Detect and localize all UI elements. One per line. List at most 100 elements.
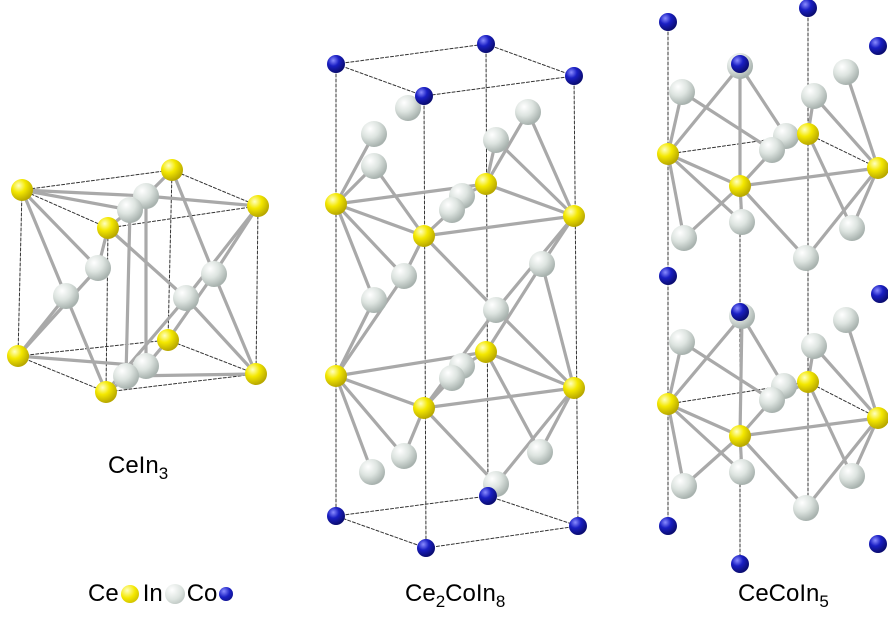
ce-atom [867, 407, 888, 429]
ce-atom [245, 363, 267, 385]
cell-edge [335, 515, 427, 549]
co-atom [659, 517, 677, 535]
co-atom [659, 13, 677, 31]
bond [184, 296, 258, 376]
bond [844, 70, 880, 170]
bond [334, 202, 376, 302]
bond [334, 298, 376, 378]
in-atom [833, 59, 859, 85]
cell-edge [21, 189, 109, 229]
bond [484, 350, 542, 454]
cell-edge [335, 495, 489, 517]
bond [170, 168, 216, 276]
co-atom [869, 37, 887, 55]
bond [666, 402, 742, 438]
atoms [7, 0, 888, 573]
cell-edge [335, 43, 487, 65]
in-atom [801, 83, 827, 109]
bond [334, 374, 406, 458]
bond [812, 94, 880, 170]
bond [526, 110, 576, 218]
in-atom [85, 255, 111, 281]
co-atom [731, 55, 749, 73]
bond [806, 380, 854, 478]
ce-atom [657, 143, 679, 165]
bond [422, 234, 498, 312]
ce-atom [867, 157, 888, 179]
cell-edge [423, 75, 575, 97]
bond [334, 374, 374, 474]
bond [64, 294, 108, 394]
in-atom [113, 363, 139, 389]
in-atom [669, 329, 695, 355]
in-atom [527, 439, 553, 465]
bond [804, 416, 880, 510]
ce-atom [161, 159, 183, 181]
legend-co-label: Co [186, 580, 218, 607]
cell-edge [487, 495, 579, 527]
in-atom [793, 495, 819, 521]
cell-edge [107, 205, 259, 229]
ce-atom [657, 393, 679, 415]
bond [812, 344, 880, 420]
bond [494, 138, 576, 218]
atom-legend: Ce In Co [88, 580, 235, 608]
in-atom [839, 215, 865, 241]
bond [666, 152, 686, 240]
cell-edge [21, 169, 173, 191]
cell-edge [807, 381, 879, 419]
bond [844, 318, 880, 420]
bond [184, 204, 260, 300]
bond [680, 90, 774, 152]
bond [124, 208, 132, 378]
bond [494, 386, 576, 486]
bond [680, 340, 774, 402]
cell-edge [423, 95, 427, 549]
in-atom [801, 333, 827, 359]
ce-atom [413, 397, 435, 419]
cell-edge [335, 63, 425, 97]
co-atom [869, 535, 887, 553]
ce-atom [563, 377, 585, 399]
ce-atom [157, 329, 179, 351]
cell-edge [167, 339, 257, 375]
bond [334, 274, 406, 378]
bond [484, 110, 530, 186]
bond [666, 402, 686, 488]
bond [484, 262, 544, 354]
in-atom [361, 287, 387, 313]
cell-edge [425, 525, 579, 549]
ce-atom [475, 173, 497, 195]
bond [494, 308, 576, 390]
bond [422, 386, 576, 410]
in-atom [671, 225, 697, 251]
bond [738, 416, 880, 438]
bond [806, 132, 854, 230]
bond [666, 152, 744, 224]
in-atom [483, 297, 509, 323]
bond [484, 182, 576, 218]
in-atom [201, 261, 227, 287]
ce-atom [413, 225, 435, 247]
in-atom [173, 285, 199, 311]
in-atom [361, 153, 387, 179]
ce-atom-icon [120, 585, 139, 603]
co-atom [479, 487, 497, 505]
ce-atom [95, 381, 117, 403]
bond [540, 262, 576, 390]
bond [738, 64, 788, 138]
in-atom [391, 443, 417, 469]
in-atom [361, 121, 387, 147]
bond [334, 202, 406, 278]
bond [212, 272, 258, 376]
co-atom [569, 517, 587, 535]
in-atom [53, 283, 79, 309]
label-cecoin5: CeCoIn5 [738, 580, 829, 611]
in-atom [359, 459, 385, 485]
in-atom-icon [164, 584, 185, 604]
cell-edge [485, 43, 575, 77]
ce-atom [475, 341, 497, 363]
co-atom [327, 55, 345, 73]
in-atom [729, 209, 755, 235]
